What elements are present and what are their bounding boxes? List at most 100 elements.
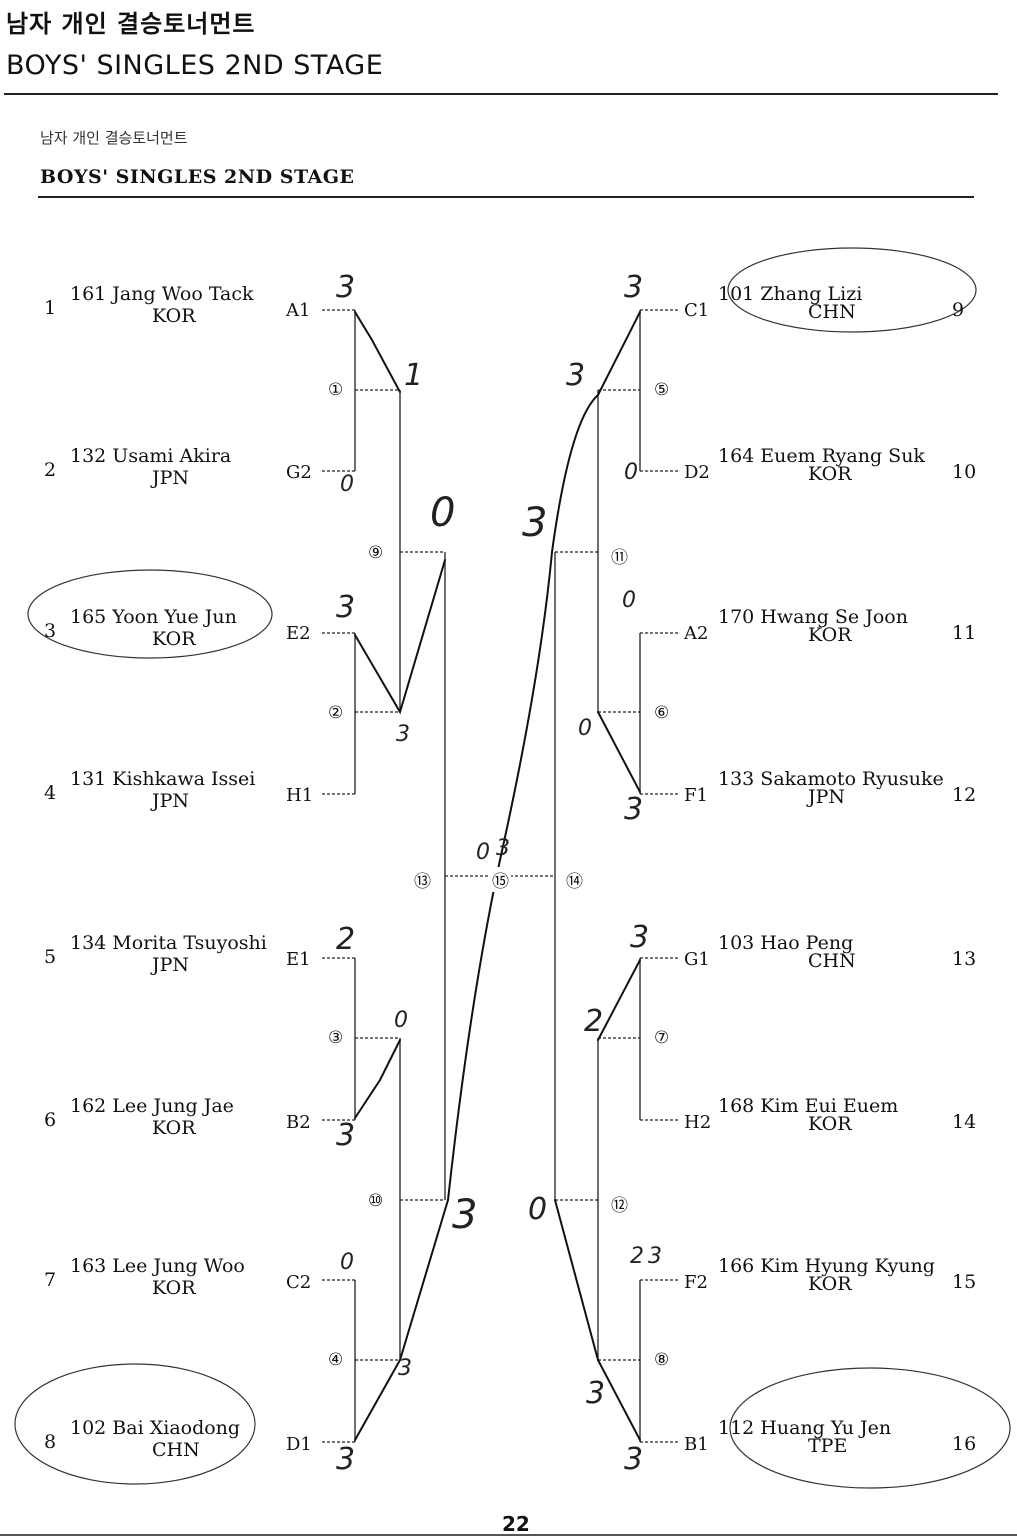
bottom-rule (0, 1534, 1017, 1536)
player-index: 9 (952, 299, 965, 321)
player-name: 170 Hwang Se Joon (718, 606, 908, 628)
player-country: KOR (808, 1273, 852, 1295)
player-name: 103 Hao Peng (718, 932, 854, 954)
player-index: 6 (44, 1109, 57, 1131)
player-country: KOR (152, 1277, 196, 1299)
player-index: 16 (952, 1433, 977, 1455)
score: 0 (476, 840, 490, 865)
player-name: 166 Kim Hyung Kyung (718, 1255, 935, 1277)
score: 3 (496, 836, 510, 861)
bracket-code: C1 (684, 300, 710, 321)
player-name: 161 Jang Woo Tack (70, 283, 254, 305)
score: 0 (622, 588, 636, 613)
player-country: JPN (152, 954, 190, 976)
bracket-code: C2 (286, 1272, 312, 1293)
match-number-15: ⑮ (490, 867, 511, 892)
circle-player-3 (27, 569, 273, 659)
match-number-12: ⑫ (611, 1196, 628, 1216)
score: 1 (404, 358, 424, 393)
bracket-code: A2 (684, 623, 709, 644)
score: 0 (578, 716, 592, 741)
score: 3 (336, 1442, 356, 1477)
match-number-9: ⑨ (368, 543, 384, 563)
match-number-1: ① (328, 380, 344, 400)
circle-player-16 (729, 1367, 1011, 1489)
player-index: 15 (952, 1271, 977, 1293)
score: 0 (430, 490, 456, 536)
bracket-code: E2 (286, 623, 311, 644)
player-index: 7 (44, 1269, 57, 1291)
match-number-5: ⑤ (654, 380, 670, 400)
sheet-title-english: BOYS' SINGLES 2ND STAGE (40, 166, 355, 188)
player-name: 168 Kim Eui Euem (718, 1095, 899, 1117)
player-name: 162 Lee Jung Jae (70, 1095, 234, 1117)
score: 3 (630, 920, 650, 955)
player-name: 163 Lee Jung Woo (70, 1255, 245, 1277)
score: 0 (624, 460, 638, 485)
score: 2 (630, 1244, 644, 1269)
score: 3 (624, 270, 644, 305)
player-country: JPN (152, 467, 190, 489)
score: 3 (624, 1442, 644, 1477)
score: 0 (528, 1192, 548, 1227)
bracket-code: F2 (684, 1272, 708, 1293)
match-number-4: ④ (328, 1350, 344, 1370)
player-name: 112 Huang Yu Jen (718, 1417, 892, 1439)
player-index: 4 (44, 782, 57, 804)
player-name: 101 Zhang Lizi (718, 283, 863, 305)
header-title-korean: 남자 개인 결승토너먼트 (6, 10, 256, 38)
match-number-13: ⑬ (414, 872, 431, 892)
player-country: CHN (808, 950, 856, 972)
player-name: 131 Kishkawa Issei (70, 768, 256, 790)
score: 3 (398, 1356, 412, 1381)
bracket-code: E1 (286, 949, 311, 970)
score: 0 (394, 1008, 408, 1033)
circle-player-8 (14, 1363, 256, 1485)
player-index: 1 (44, 297, 57, 319)
bracket-code: A1 (286, 300, 311, 321)
score: 2 (584, 1004, 604, 1039)
player-country: KOR (152, 305, 196, 327)
player-name: 164 Euem Ryang Suk (718, 445, 925, 467)
bracket-code: B2 (286, 1112, 311, 1133)
header-rule (4, 93, 998, 95)
bracket-code: H1 (286, 785, 314, 806)
player-index: 10 (952, 461, 977, 483)
score: 3 (336, 590, 356, 625)
player-index: 5 (44, 946, 57, 968)
bracket-code: B1 (684, 1434, 709, 1455)
player-index: 3 (44, 620, 57, 642)
player-country: KOR (152, 628, 196, 650)
player-country: CHN (152, 1439, 200, 1461)
player-country: CHN (808, 301, 856, 323)
match-number-8: ⑧ (654, 1350, 670, 1370)
score: 3 (396, 722, 410, 747)
bracket-code: D1 (286, 1434, 312, 1455)
player-name: 102 Bai Xiaodong (70, 1417, 241, 1439)
player-country: JPN (808, 786, 846, 808)
bracket-code: G1 (684, 949, 710, 970)
player-name: 134 Morita Tsuyoshi (70, 932, 267, 954)
sheet-title-korean: 남자 개인 결승토너먼트 (40, 129, 188, 147)
score: 3 (452, 1192, 478, 1238)
score: 0 (340, 1250, 354, 1275)
score: 3 (522, 500, 548, 546)
player-index: 13 (952, 948, 977, 970)
player-country: TPE (808, 1435, 848, 1457)
player-name: 132 Usami Akira (70, 445, 232, 467)
match-number-7: ⑦ (654, 1028, 670, 1048)
player-index: 11 (952, 622, 977, 644)
score: 3 (586, 1376, 606, 1411)
player-name: 165 Yoon Yue Jun (70, 606, 237, 628)
score: 2 (336, 922, 356, 957)
player-name: 133 Sakamoto Ryusuke (718, 768, 944, 790)
score: 3 (336, 270, 356, 305)
sheet-rule (38, 196, 974, 198)
header-title-english: BOYS' SINGLES 2ND STAGE (6, 50, 384, 81)
bracket-code: G2 (286, 462, 312, 483)
player-index: 14 (952, 1111, 977, 1133)
score: 0 (340, 472, 354, 497)
page-number: 22 (502, 1512, 530, 1536)
score: 3 (336, 1118, 356, 1153)
